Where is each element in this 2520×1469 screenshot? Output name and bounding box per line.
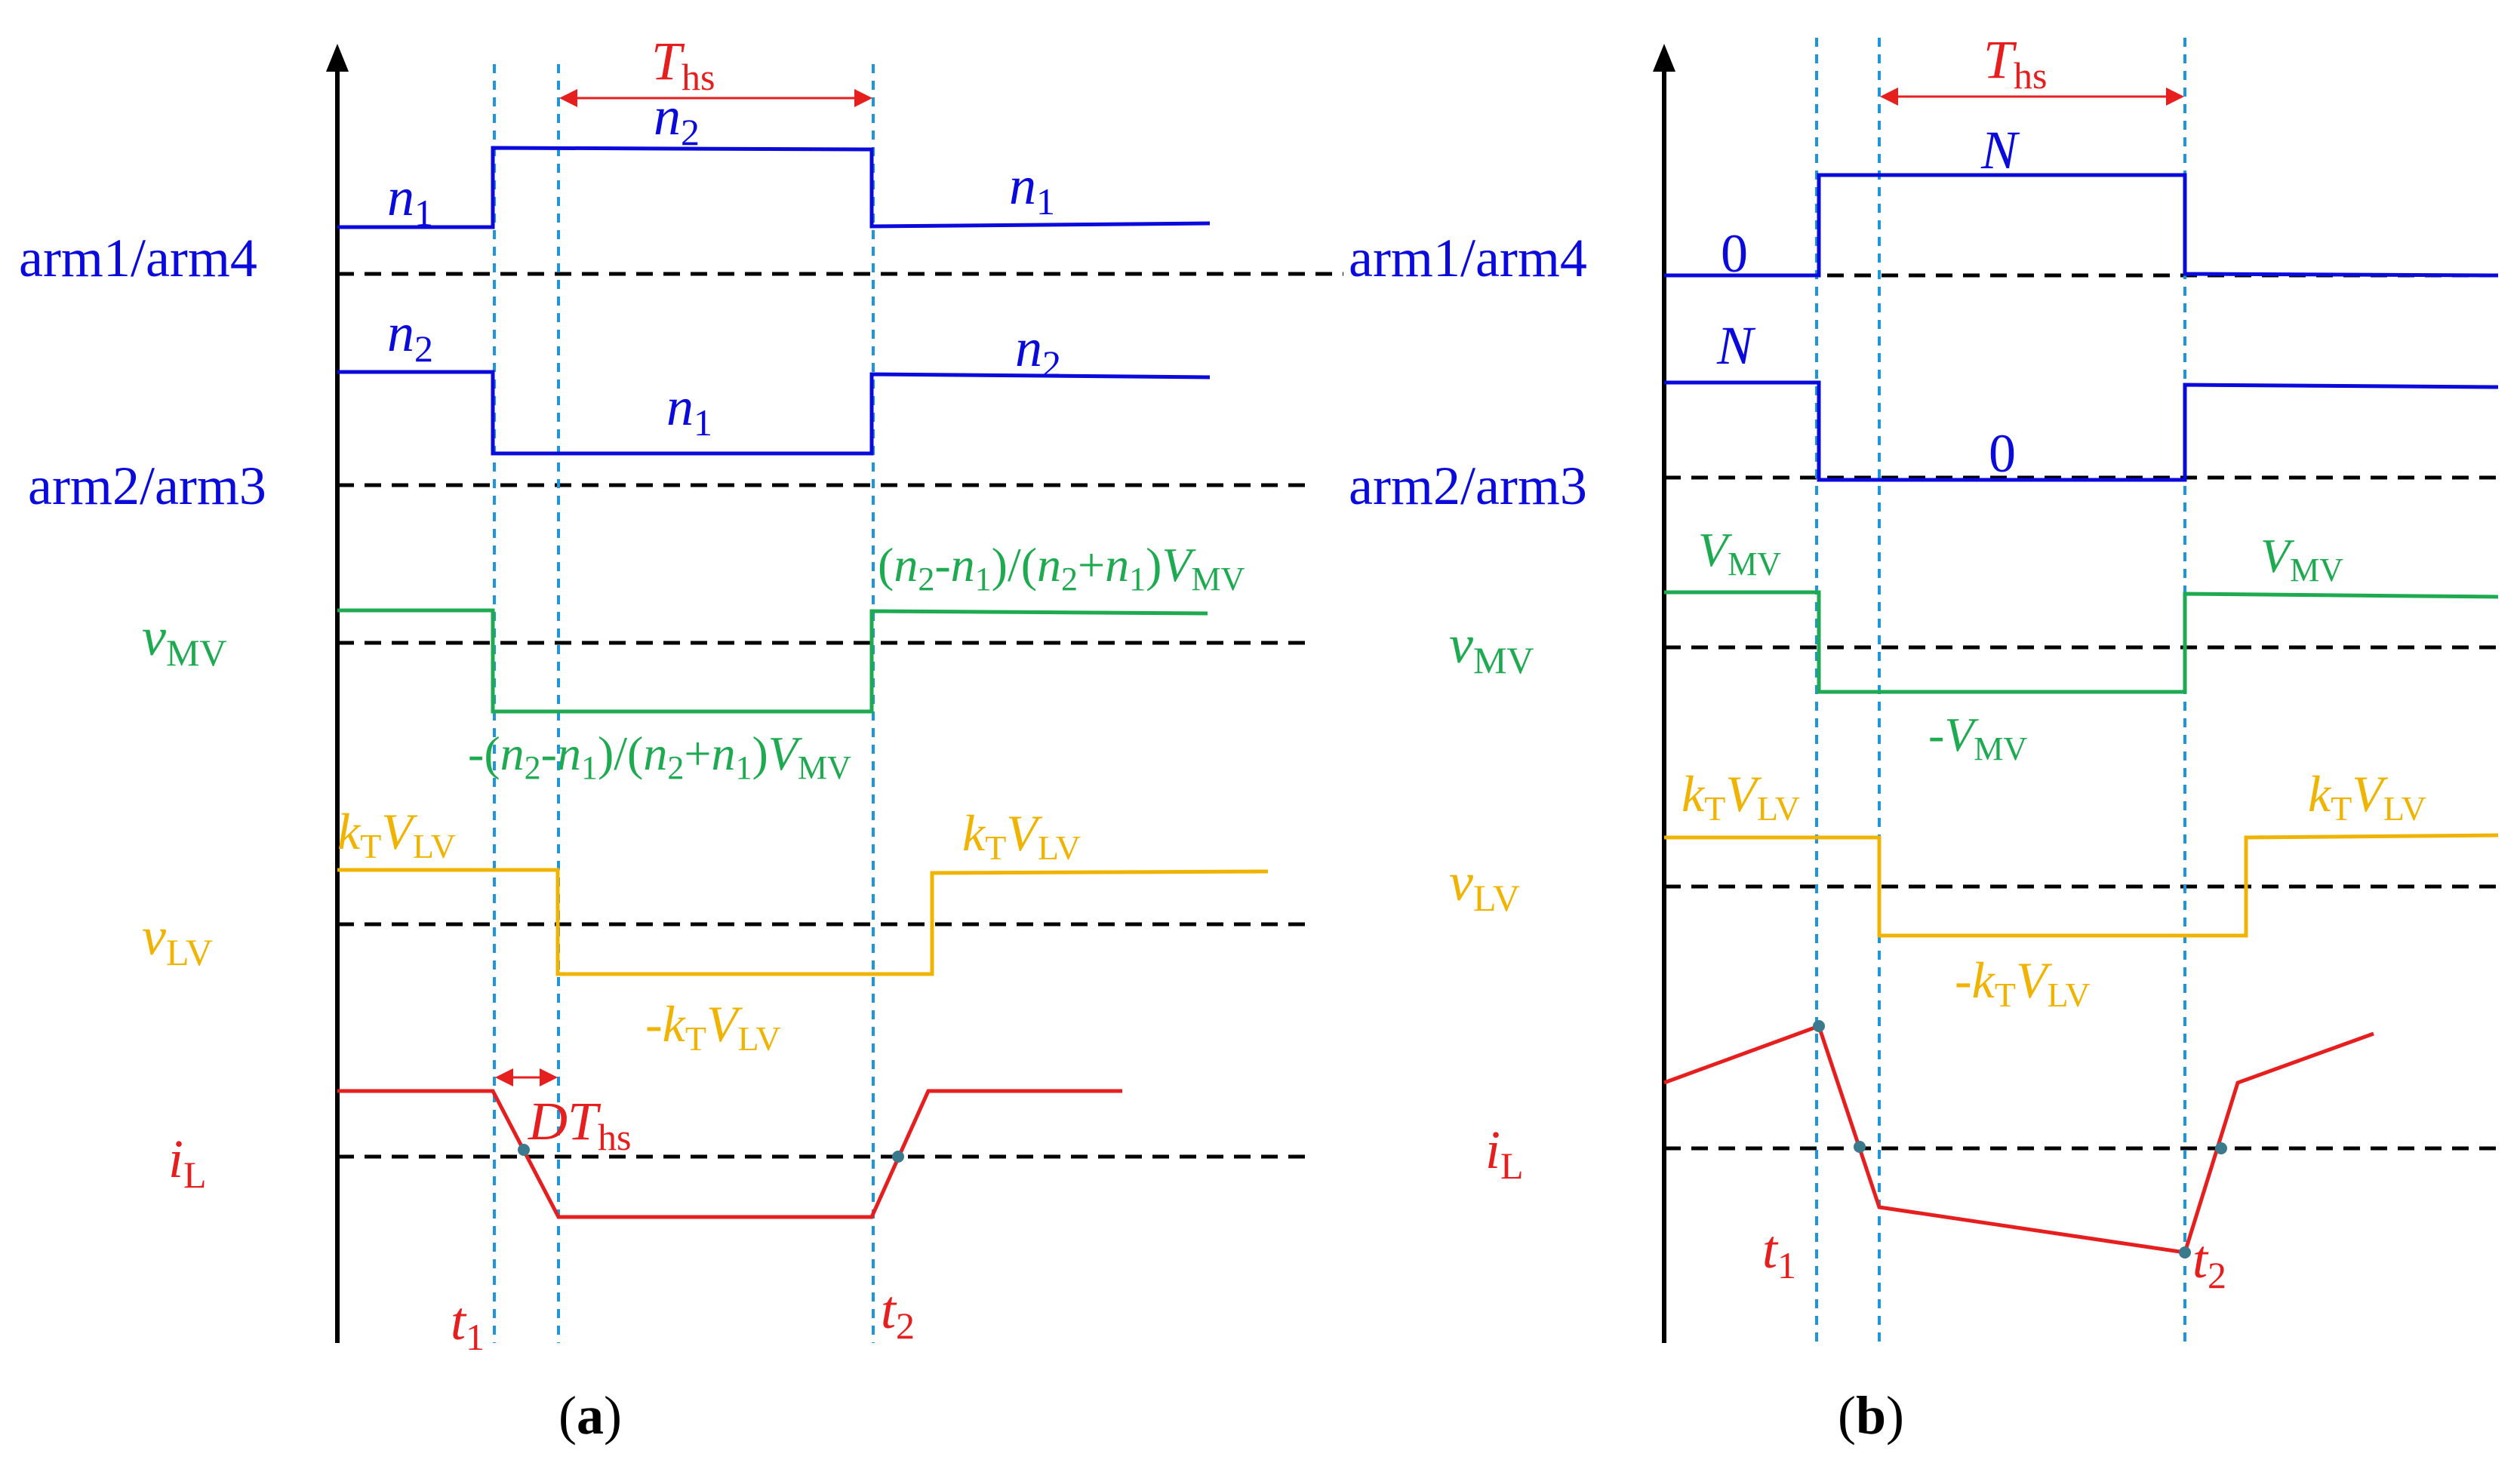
panel-b-axis-arrowhead xyxy=(1653,44,1675,72)
panel-a-arm23-level-right: n2 xyxy=(1015,318,1061,385)
panel-a-label-il: iL xyxy=(168,1129,207,1196)
panel-b-mv-pos-left: VMV xyxy=(1698,523,1781,582)
panel-b-il-dot-peak xyxy=(1813,1020,1825,1032)
panel-a-label-arm14: arm1/arm4 xyxy=(19,228,257,288)
panel-a-vmv-waveform xyxy=(337,608,1208,714)
panel-a-lv-neg: -kTVLV xyxy=(645,995,781,1058)
panel-a-label-arm23: arm2/arm3 xyxy=(28,456,266,516)
panel-b-lv-neg: -kTVLV xyxy=(1955,951,2091,1014)
panel-b-label-vlv: vLV xyxy=(1449,852,1520,919)
panel-a-arm23-waveform xyxy=(337,370,1211,456)
panel-a-vlv-waveform xyxy=(337,868,1269,976)
panel-b-il-waveform xyxy=(1663,1023,2374,1255)
panel-b-label-vmv: vMV xyxy=(1449,614,1534,681)
panel-b-vlv-waveform xyxy=(1664,833,2499,938)
panel-b-lv-pos-right: kTVLV xyxy=(2308,765,2426,828)
panel-b-il-zero-crossing-1 xyxy=(1854,1141,1866,1153)
panel-a-arm14-waveform xyxy=(337,146,1211,229)
panel-a-il-waveform xyxy=(337,1089,1122,1219)
panel-a-mv-neg-label: -(n2-n1)/(n2+n1)VMV xyxy=(468,727,851,786)
panel-b-vmv-waveform xyxy=(1664,590,2499,694)
panel-a-mv-pos-label: (n2-n1)/(n2+n1)VMV xyxy=(878,538,1245,598)
panel-a-arm14-level-right: n1 xyxy=(1009,155,1055,223)
panel-a-label-t2: t2 xyxy=(881,1280,915,1347)
panel-b-arm14-level-left: 0 xyxy=(1721,223,1748,284)
panel-b-il-zero-crossing-2 xyxy=(2215,1142,2227,1154)
panel-a-label-dths: DThs xyxy=(528,1091,632,1158)
panel-a-arm23-level-mid: n1 xyxy=(666,376,712,444)
panel-b-arm14-level-mid: N xyxy=(1980,120,2020,180)
panel-b-caption: (b) xyxy=(1838,1385,1904,1446)
panel-a-axis-arrowhead xyxy=(326,44,349,72)
panel-a-caption: (a) xyxy=(558,1385,622,1446)
panel-a-lv-pos-right: kTVLV xyxy=(962,804,1081,867)
panel-a-il-zero-crossing-2 xyxy=(892,1151,904,1163)
panel-b: arm1/arm4 arm2/arm3 0 N N 0 vMV VMV VMV … xyxy=(1349,29,2499,1446)
panel-a-arm14-level-mid: n2 xyxy=(654,86,700,153)
panel-b-label-il: iL xyxy=(1485,1120,1524,1187)
panel-b-label-ths: Ths xyxy=(1983,29,2048,97)
panel-b-label-t2: t2 xyxy=(2192,1229,2226,1296)
panel-b-label-arm14: arm1/arm4 xyxy=(1349,228,1587,288)
panel-a: arm1/arm4 arm2/arm3 vMV vLV iL t1 t2 Ths… xyxy=(19,31,1343,1446)
panel-b-arm23-waveform xyxy=(1664,380,2499,482)
panel-a-arm23-level-left: n2 xyxy=(387,303,433,370)
panel-a-label-ths: Ths xyxy=(651,31,715,98)
panel-a-arm14-level-left: n1 xyxy=(387,167,433,234)
panel-b-arm23-level-left: N xyxy=(1716,315,1756,376)
panel-b-label-t1: t1 xyxy=(1762,1219,1796,1286)
panel-a-label-vlv: vLV xyxy=(142,906,213,973)
panel-b-lv-pos-left: kTVLV xyxy=(1682,765,1800,828)
panel-a-label-vmv: vMV xyxy=(142,607,227,674)
panel-b-mv-pos-right: VMV xyxy=(2260,529,2343,589)
panel-a-il-zero-crossing-1 xyxy=(518,1144,530,1156)
panel-b-arm14-waveform xyxy=(1664,173,2499,278)
panel-b-label-arm23: arm2/arm3 xyxy=(1349,456,1587,516)
panel-a-lv-pos-left: kTVLV xyxy=(337,803,456,865)
panel-b-mv-neg: -VMV xyxy=(1928,708,2028,767)
panel-b-il-dot-valley xyxy=(2179,1246,2191,1258)
panel-b-arm23-level-mid: 0 xyxy=(1989,423,2016,484)
panel-a-label-t1: t1 xyxy=(451,1291,485,1358)
